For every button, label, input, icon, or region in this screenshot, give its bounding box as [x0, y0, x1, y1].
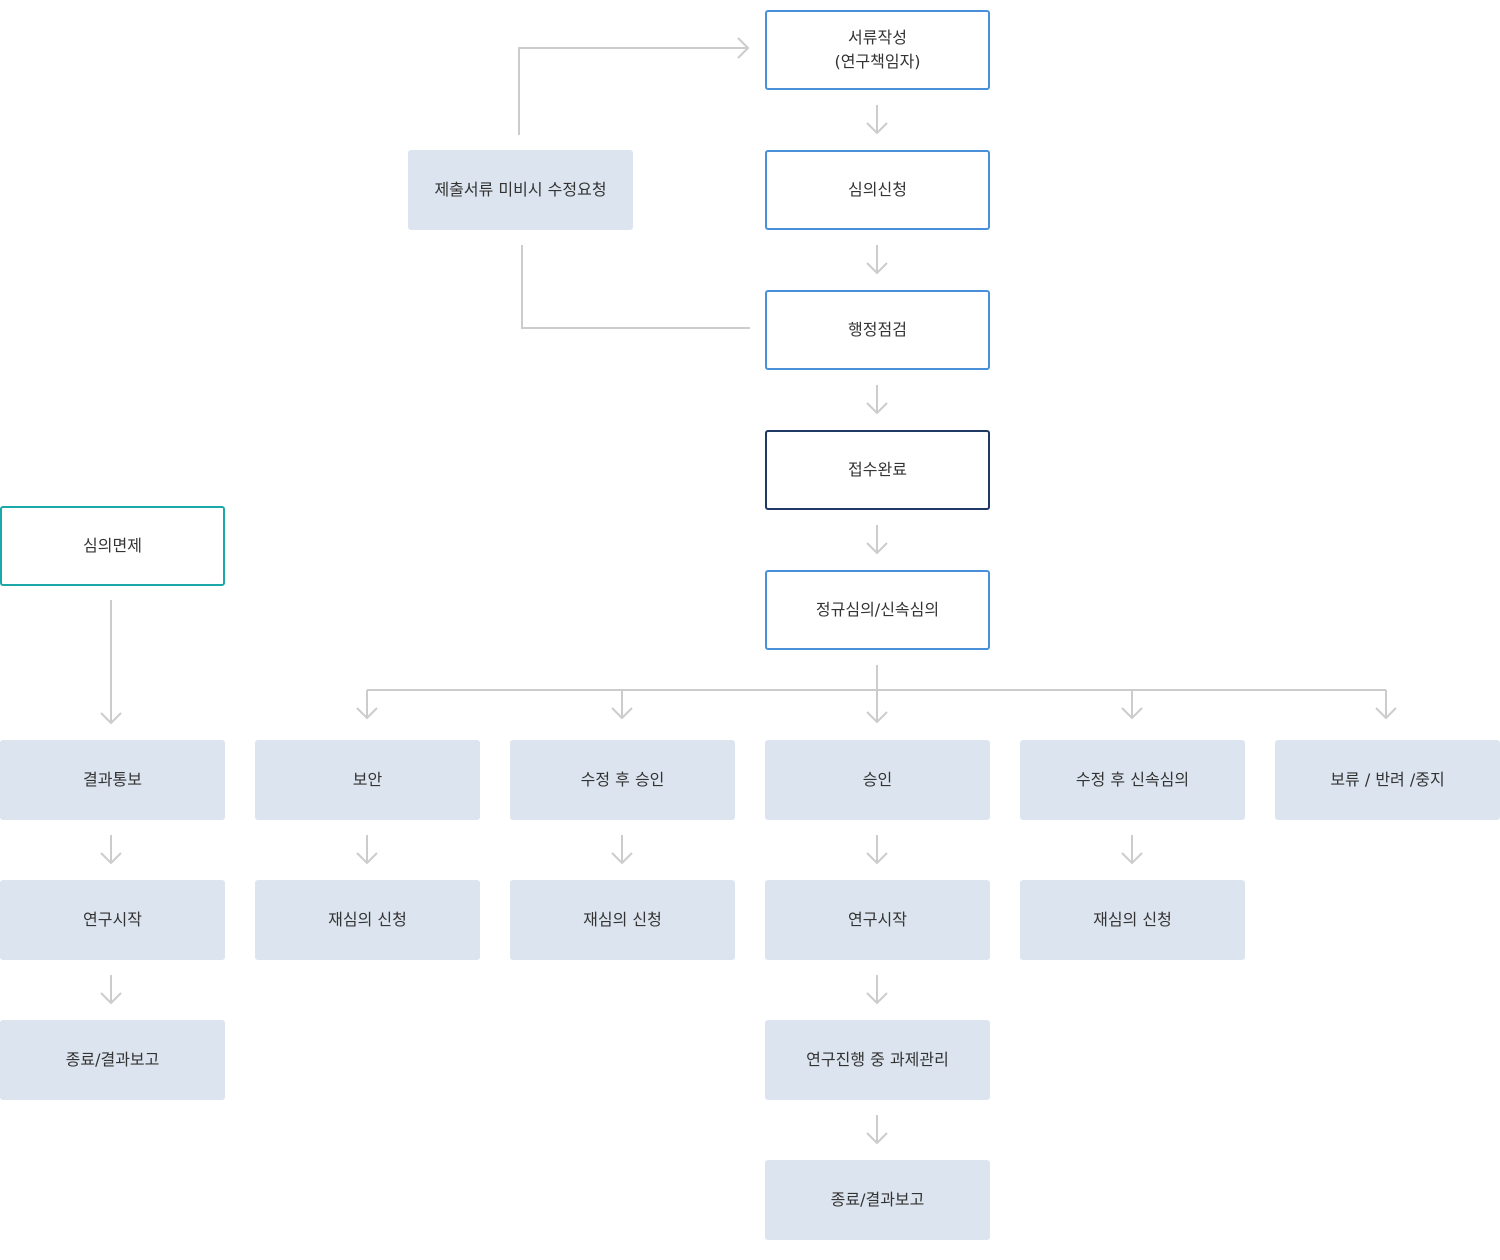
arrow-to-supplement [356, 690, 378, 720]
arrow-expedited-to-rereview [1121, 835, 1143, 865]
arrow-start-to-report-left [100, 975, 122, 1005]
arrow-to-approve-after-revision [611, 690, 633, 720]
node-supplement: 보안 [255, 740, 480, 820]
node-revision-rereview: 재심의 신청 [510, 880, 735, 960]
arrow-management-to-report [866, 1115, 888, 1145]
branch-connector [367, 665, 1386, 691]
node-review-exemption: 심의면제 [0, 506, 225, 586]
arrow-supplement-to-rereview [356, 835, 378, 865]
connector-check-to-revision-request [521, 245, 750, 329]
node-regular-review: 정규심의/신속심의 [765, 570, 990, 650]
arrow-check-to-receipt [866, 385, 888, 415]
node-approved-research-start: 연구시작 [765, 880, 990, 960]
node-revision-request: 제출서류 미비시 수정요청 [408, 150, 633, 230]
node-hold-return-stop: 보류 / 반려 /중지 [1275, 740, 1500, 820]
node-approved-final-report: 종료/결과보고 [765, 1160, 990, 1240]
arrow-to-hold-return-stop [1375, 690, 1397, 720]
arrow-to-expedited-after-revision [1121, 690, 1143, 720]
node-review-application: 심의신청 [765, 150, 990, 230]
node-admin-check: 행정점검 [765, 290, 990, 370]
node-receipt-complete: 접수완료 [765, 430, 990, 510]
arrow-prep-to-application [866, 105, 888, 135]
arrow-start-to-management [866, 975, 888, 1005]
arrow-receipt-to-review [866, 525, 888, 555]
node-expedited-rereview: 재심의 신청 [1020, 880, 1245, 960]
node-exempt-research-start: 연구시작 [0, 880, 225, 960]
node-approve-after-revision: 수정 후 승인 [510, 740, 735, 820]
arrow-to-approval [866, 690, 888, 724]
node-supplement-rereview: 재심의 신청 [255, 880, 480, 960]
arrow-application-to-check [866, 245, 888, 275]
node-approval: 승인 [765, 740, 990, 820]
arrow-approval-to-start [866, 835, 888, 865]
arrow-exemption-to-result [100, 600, 122, 725]
node-document-prep: 서류작성 (연구책임자) [765, 10, 990, 90]
node-expedited-after-revision: 수정 후 신속심의 [1020, 740, 1245, 820]
node-exempt-final-report: 종료/결과보고 [0, 1020, 225, 1100]
arrow-result-to-start [100, 835, 122, 865]
arrow-revision-to-rereview [611, 835, 633, 865]
arrow-revision-request-to-prep [518, 37, 750, 135]
node-project-management: 연구진행 중 과제관리 [765, 1020, 990, 1100]
node-result-notice: 결과통보 [0, 740, 225, 820]
